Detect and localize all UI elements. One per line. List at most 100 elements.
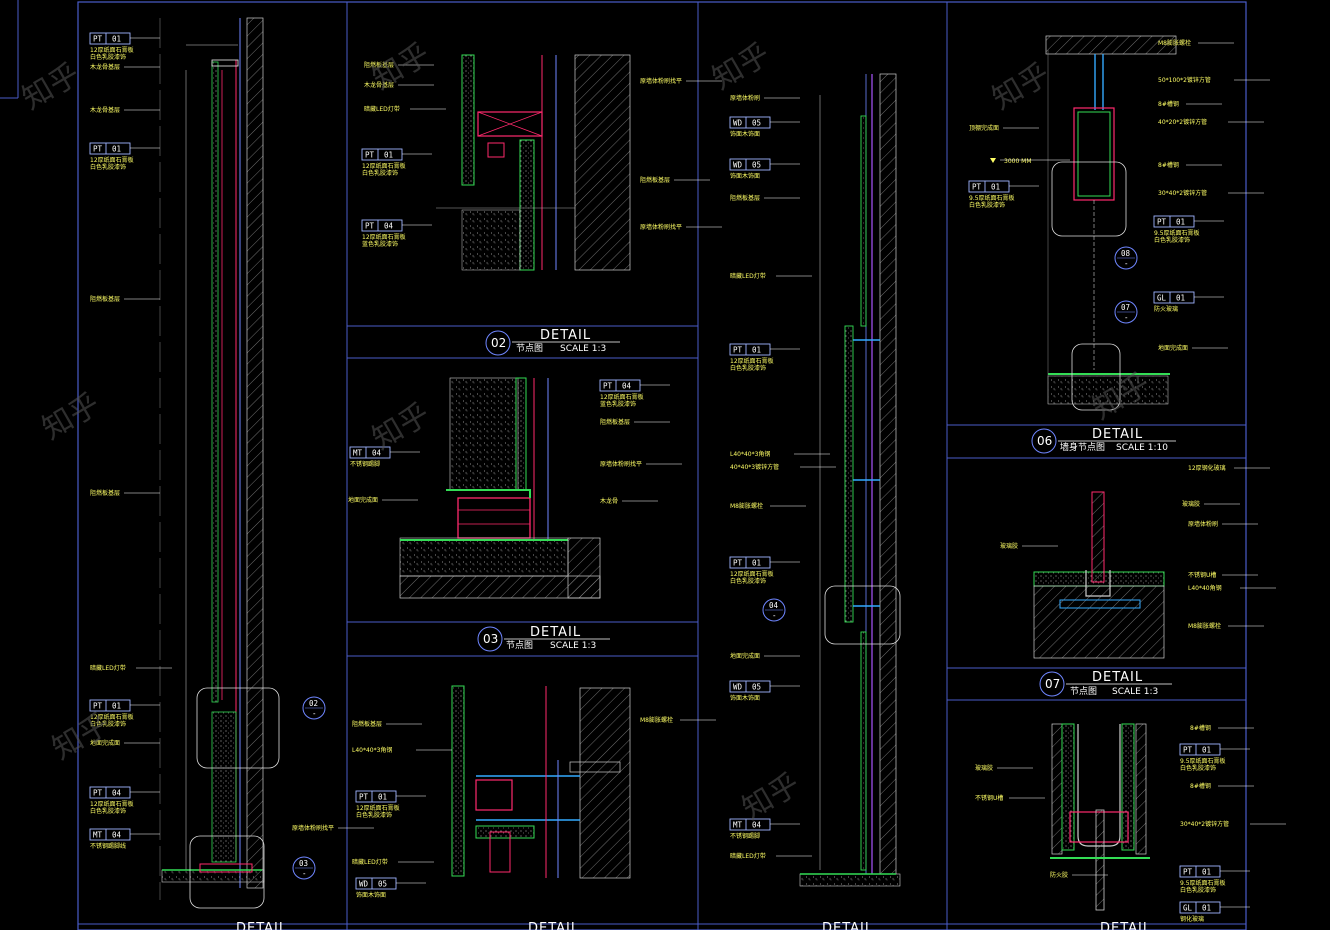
- detail-word: DETAIL: [236, 921, 287, 930]
- tag-description: 饰面木饰面: [356, 891, 386, 899]
- title-circle: [477, 626, 503, 652]
- detail-title-cut: DETAIL: [236, 921, 287, 930]
- callout-circle: [1114, 300, 1138, 324]
- tag-box: [89, 142, 131, 155]
- label-text: 阻燃板基层: [600, 418, 630, 426]
- material-label: 阻燃板基层: [364, 61, 434, 69]
- level-text: 3000 MM: [1004, 158, 1032, 165]
- tag-description: 白色乳胶漆饰: [356, 811, 392, 819]
- gypsum: [1077, 111, 1111, 197]
- tag-box: [1153, 215, 1195, 228]
- wall: [1135, 723, 1147, 855]
- material-label: 玻璃胶: [1182, 500, 1240, 508]
- callout-sheet: -: [1124, 259, 1129, 268]
- tag-description: 白色乳胶漆饰: [1154, 236, 1190, 244]
- tag-box: [729, 818, 771, 831]
- tag-box: [355, 790, 397, 803]
- label-text: 暗藏LED灯带: [730, 852, 766, 860]
- material-label: L40*40*3角钢: [352, 746, 452, 754]
- material-label: 木龙骨基层: [90, 63, 160, 71]
- material-label: 地面完成面: [1158, 344, 1228, 352]
- label-text: 阻燃板基层: [90, 295, 120, 303]
- title-circle: [1031, 428, 1057, 454]
- label-text: 阻燃板基层: [640, 176, 670, 184]
- material-label: 玻璃胶: [975, 764, 1033, 772]
- tag-number: 01: [112, 35, 121, 44]
- label-text: 玻璃胶: [975, 764, 993, 772]
- tag-code: PT: [733, 559, 743, 568]
- detail-subtitle: 节点图: [506, 640, 533, 651]
- tag-code: PT: [93, 35, 103, 44]
- material-label: 8#槽钢: [1158, 100, 1222, 108]
- tag-code: PT: [93, 789, 103, 798]
- material-label: 8#槽钢: [1158, 161, 1222, 169]
- label-text: 不锈钢U槽: [975, 794, 1003, 802]
- panel: [860, 631, 867, 871]
- material-label: 暗藏LED灯带: [730, 272, 812, 280]
- tag-description: 12厚纸面石膏板: [362, 162, 406, 170]
- detail-callout: 03-: [292, 856, 316, 880]
- tag-description: 白色乳胶漆饰: [90, 720, 126, 728]
- tag-description: 12厚纸面石膏板: [90, 800, 134, 808]
- tag-code: PT: [365, 222, 375, 231]
- detail-callout: 08-: [1114, 246, 1138, 270]
- skirting: [199, 863, 253, 873]
- material-label: 8#槽钢: [1190, 724, 1254, 732]
- label-text: 防火胶: [1050, 871, 1068, 879]
- tag-description: 防火玻璃: [1154, 305, 1178, 313]
- tag-description: 白色乳胶漆饰: [90, 53, 126, 61]
- label-text: L40*40角钢: [1188, 584, 1222, 592]
- tag-description: 9.5厚纸面石膏板: [1154, 229, 1200, 237]
- callout-sheet: -: [772, 611, 777, 620]
- label-text: L40*40*3角钢: [352, 746, 392, 754]
- label-text: 暗藏LED灯带: [730, 272, 766, 280]
- label-text: M8膨胀螺栓: [1188, 622, 1221, 630]
- wall: [879, 73, 897, 875]
- tag-description: 白色乳胶漆饰: [90, 163, 126, 171]
- title-circle: [485, 330, 511, 356]
- panel: [860, 115, 867, 327]
- tag-box: [729, 116, 771, 129]
- detail-scale: SCALE 1:10: [1116, 443, 1168, 453]
- detail-word: DETAIL: [1092, 427, 1143, 442]
- detail-word: DETAIL: [530, 625, 581, 640]
- tag-description: 不锈钢踢脚: [730, 832, 760, 840]
- tag-code: GL: [1183, 904, 1193, 913]
- callout-number: 08: [1121, 249, 1131, 258]
- tag-description: 12厚纸面石膏板: [356, 804, 400, 812]
- label-text: 原墙体粉刷找平: [292, 824, 334, 832]
- tag-number: 01: [112, 702, 121, 711]
- callout-cloud-08: [1051, 161, 1127, 237]
- tag-box: [89, 32, 131, 45]
- detail-word: DETAIL: [1100, 921, 1151, 930]
- material-label: 暗藏LED灯带: [364, 105, 446, 113]
- gypsum: [461, 54, 475, 186]
- label-text: 顶棚完成面: [969, 124, 999, 132]
- label-text: 地面完成面: [348, 496, 378, 504]
- tag-box: [968, 180, 1010, 193]
- material-label: 地面完成面: [348, 496, 418, 504]
- material-label: 原墙体粉刷: [730, 94, 800, 102]
- tag-box: [729, 556, 771, 569]
- gypsum: [1061, 723, 1075, 851]
- tag-number: 04: [112, 789, 122, 798]
- tag-box: [89, 828, 131, 841]
- bolt: [569, 761, 621, 773]
- tag-description: 9.5厚纸面石膏板: [1180, 757, 1226, 765]
- label-text: 原墙体粉刷找平: [640, 77, 682, 85]
- tag-box: [361, 219, 403, 232]
- tag-description: 9.5厚纸面石膏板: [1180, 879, 1226, 887]
- label-text: 地面完成面: [1158, 344, 1188, 352]
- tag-description: 12厚纸面石膏板: [730, 357, 774, 365]
